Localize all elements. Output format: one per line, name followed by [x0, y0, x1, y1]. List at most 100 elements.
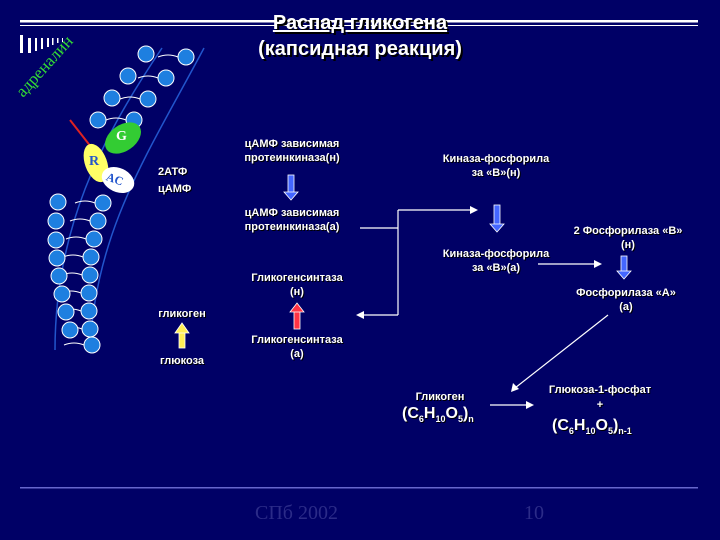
gf-h-sub: 10	[435, 414, 446, 425]
top-rule	[20, 20, 698, 23]
ph-inactive: 2 Фосфорилаза «В» (н)	[562, 224, 694, 252]
atp-label: 2АТФ	[158, 166, 188, 178]
lipid-head	[89, 212, 107, 230]
lipid-head	[50, 267, 68, 285]
gs-active: Гликогенсинтаза (а)	[237, 333, 357, 361]
lipid-head	[82, 248, 100, 266]
ph-active: Фосфорилаза «А» (а)	[560, 286, 692, 314]
lipid-head	[83, 336, 101, 354]
top-rule-thin	[20, 25, 698, 26]
ph-inactive-line-2: (н)	[621, 239, 635, 251]
pk-inactive-line-2: протеинкиназа(н)	[244, 152, 340, 164]
lipid-tail	[62, 254, 84, 258]
lipid-head	[89, 111, 107, 129]
connector-lines	[360, 209, 609, 406]
title-line-1: Распад гликогена	[272, 12, 448, 34]
arrow-phk	[489, 204, 505, 233]
lipid-head	[47, 212, 65, 230]
plus-sign: +	[596, 399, 604, 411]
arrow-gs	[289, 302, 305, 330]
arrow-ph	[616, 255, 632, 280]
lipid-head	[139, 90, 157, 108]
glycogen-label: гликоген	[158, 308, 206, 320]
bottom-rule	[20, 487, 698, 489]
lipid-head	[61, 321, 79, 339]
g1p-h-sub: 10	[585, 426, 596, 437]
membrane-beads	[47, 45, 195, 354]
lipid-head	[48, 249, 66, 267]
lipid-head	[81, 320, 99, 338]
phk-active-line-1: Киназа-фосфорила	[442, 248, 550, 260]
gs-inactive-line-2: (н)	[290, 286, 304, 298]
phk-active: Киназа-фосфорила за «В»(а)	[426, 247, 566, 275]
ph-inactive-line-1: 2 Фосфорилаза «В»	[573, 225, 683, 237]
g1p-o: О	[595, 417, 608, 434]
gf-c-sub: 6	[418, 414, 424, 425]
glucose-label: глюкоза	[159, 355, 205, 367]
camp-label: цАМФ	[158, 183, 192, 195]
lipid-head	[85, 230, 103, 248]
arrowhead-ph-reaction	[511, 383, 519, 392]
lipid-tail	[119, 96, 141, 100]
lipid-tail	[105, 117, 127, 121]
lipid-head	[119, 67, 137, 85]
lipid-tail	[74, 200, 96, 204]
glycogen-formula: (С6Н10О5)n	[402, 405, 474, 425]
arrowhead-pk-phk	[470, 206, 478, 214]
arrow-glucose-glycogen	[174, 322, 190, 349]
phk-inactive: Киназа-фосфорила за «В»(н)	[426, 152, 566, 180]
arrowhead-phk-ph	[594, 260, 602, 268]
g1p-c: С	[557, 417, 569, 434]
lipid-tail	[137, 75, 159, 79]
receptor-r	[83, 143, 109, 183]
pk-inactive-line-1: цАМФ зависимая	[244, 138, 340, 150]
title-line-2: (капсидная реакция)	[258, 38, 462, 60]
lipid-head	[81, 266, 99, 284]
lipid-head	[103, 89, 121, 107]
lipid-tail	[69, 218, 91, 222]
lipid-head	[137, 45, 155, 63]
phk-inactive-line-2: за «В»(н)	[471, 167, 521, 179]
phk-inactive-line-1: Киназа-фосфорила	[442, 153, 550, 165]
lipid-head	[47, 231, 65, 249]
lipid-head	[53, 285, 71, 303]
g1p-n: n-1	[618, 426, 632, 437]
gs-active-line-1: Гликогенсинтаза	[251, 334, 343, 346]
lipid-tail	[65, 236, 87, 240]
gs-active-line-2: (а)	[290, 348, 304, 360]
page-title: Распад гликогена (капсидная реакция)	[0, 10, 720, 62]
pk-active-line-1: цАМФ зависимая	[244, 207, 340, 219]
lipid-head	[80, 284, 98, 302]
ph-active-line-2: (а)	[619, 301, 633, 313]
g1p-formula: (С6Н10О5)n-1	[552, 417, 632, 437]
footer-left: СПб 2002	[255, 502, 338, 524]
arrow-pk	[283, 174, 299, 201]
lipid-head	[80, 302, 98, 320]
g1p-h: Н	[573, 417, 586, 434]
pk-inactive: цАМФ зависимая протеинкиназа(н)	[232, 137, 352, 165]
gs-inactive-line-1: Гликогенсинтаза	[251, 272, 343, 284]
receptor-g	[104, 122, 142, 154]
lipid-head	[157, 69, 175, 87]
pk-active: цАМФ зависимая протеинкиназа(а)	[232, 206, 352, 234]
lipid-tail	[63, 342, 85, 346]
g1p-name: Глюкоза-1-фосфат	[548, 384, 652, 396]
gf-o-sub: 5	[457, 414, 463, 425]
gf-h: Н	[423, 405, 436, 422]
lipid-head	[177, 48, 195, 66]
gf-n: n	[468, 414, 474, 425]
gf-c: С	[407, 405, 419, 422]
glycogen-name: Гликоген	[415, 391, 465, 403]
gf-o: О	[445, 405, 458, 422]
pk-active-line-2: протеинкиназа(а)	[244, 221, 340, 233]
barcode-decoration	[20, 35, 63, 53]
phk-active-line-2: за «В»(а)	[471, 262, 521, 274]
footer-page-number: 10	[524, 502, 544, 524]
arrowhead-pk-gs	[356, 311, 364, 319]
lipid-head	[94, 194, 112, 212]
lipid-head	[57, 303, 75, 321]
receptor-r-label: R	[89, 154, 100, 169]
membrane-inner	[54, 47, 163, 351]
g1p-c-sub: 6	[568, 426, 574, 437]
